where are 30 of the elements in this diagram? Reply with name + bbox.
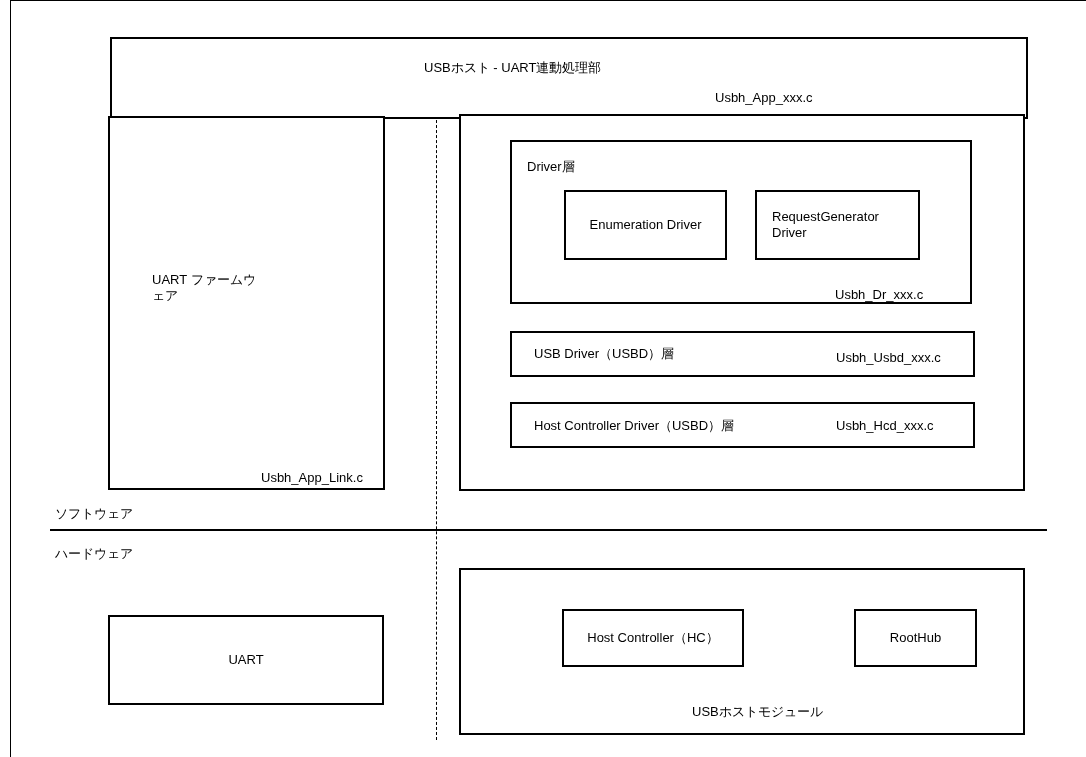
module-box — [110, 37, 1028, 119]
module-label: USBホストモジュール — [692, 704, 823, 720]
layer-group-box — [459, 114, 1025, 491]
section-label: ハードウェア — [55, 545, 133, 563]
module-label: UART ファームウェア — [152, 272, 257, 304]
section-label: ソフトウェア — [55, 505, 133, 523]
layer-box — [510, 402, 975, 448]
module-box — [108, 116, 385, 490]
hardware-box — [108, 615, 384, 705]
module-label: Host Controller Driver（USBD）層 — [534, 418, 735, 434]
hardware-box — [562, 609, 744, 667]
module-label: RequestGenerator Driver — [772, 209, 880, 241]
driver-box — [564, 190, 727, 260]
layer-box — [510, 140, 972, 304]
file-name: Usbh_Usbd_xxx.c — [836, 350, 941, 366]
file-name: Usbh_App_xxx.c — [715, 90, 813, 106]
module-label: Driver層 — [527, 159, 575, 175]
module-label: Enumeration Driver — [588, 216, 703, 234]
hardware-box — [854, 609, 977, 667]
layer-box — [510, 331, 975, 377]
module-label: UART — [227, 651, 265, 669]
driver-box — [755, 190, 920, 260]
module-label: RootHub — [888, 629, 943, 647]
file-name: Usbh_App_Link.c — [261, 470, 363, 486]
module-label: USBホスト - UART連動処理部 — [424, 60, 602, 76]
hardware-box — [459, 568, 1025, 735]
module-label: Host Controller（HC） — [586, 629, 720, 647]
file-name: Usbh_Hcd_xxx.c — [836, 418, 934, 434]
file-name: Usbh_Dr_xxx.c — [835, 287, 924, 303]
module-label: USB Driver（USBD）層 — [534, 346, 675, 362]
